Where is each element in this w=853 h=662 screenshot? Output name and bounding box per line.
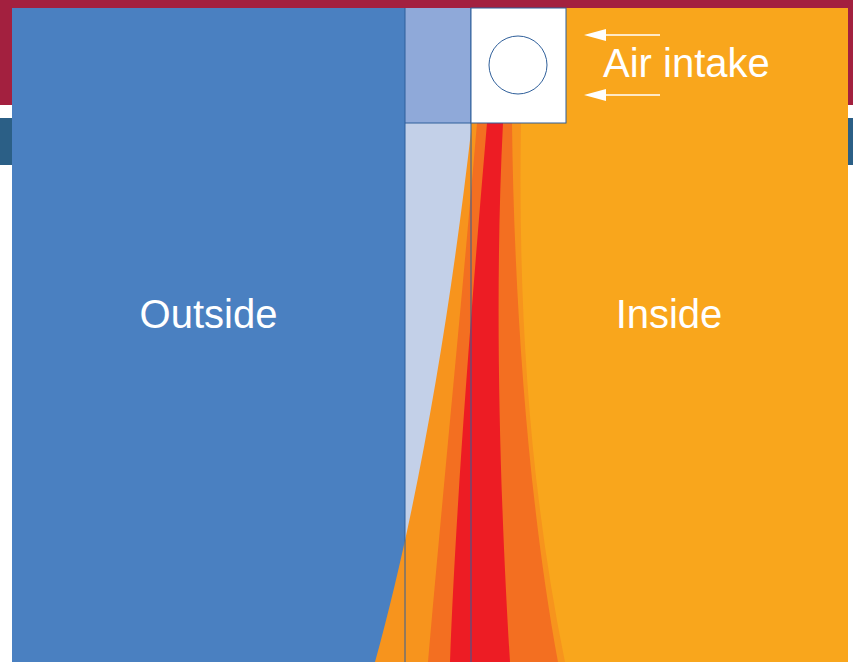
arrow-head bbox=[584, 89, 606, 101]
outside-region bbox=[12, 8, 405, 662]
air-arrow bbox=[600, 34, 660, 36]
region-label-box: Inside bbox=[490, 123, 848, 505]
region-label: Inside bbox=[616, 291, 723, 337]
flame-middle bbox=[428, 123, 558, 662]
air-arrow bbox=[600, 94, 660, 96]
wall-line bbox=[405, 8, 406, 662]
region-label: Outside bbox=[140, 291, 278, 337]
air-intake-box bbox=[471, 8, 566, 123]
flame-outer bbox=[375, 123, 565, 662]
wall-top bbox=[405, 8, 471, 123]
wall-line bbox=[405, 123, 471, 124]
callout-label: Air intake bbox=[603, 40, 770, 86]
arrow-head bbox=[584, 29, 606, 41]
region-label-box: Outside bbox=[12, 123, 405, 505]
intake-duct bbox=[489, 36, 547, 94]
flame-core bbox=[450, 123, 510, 662]
